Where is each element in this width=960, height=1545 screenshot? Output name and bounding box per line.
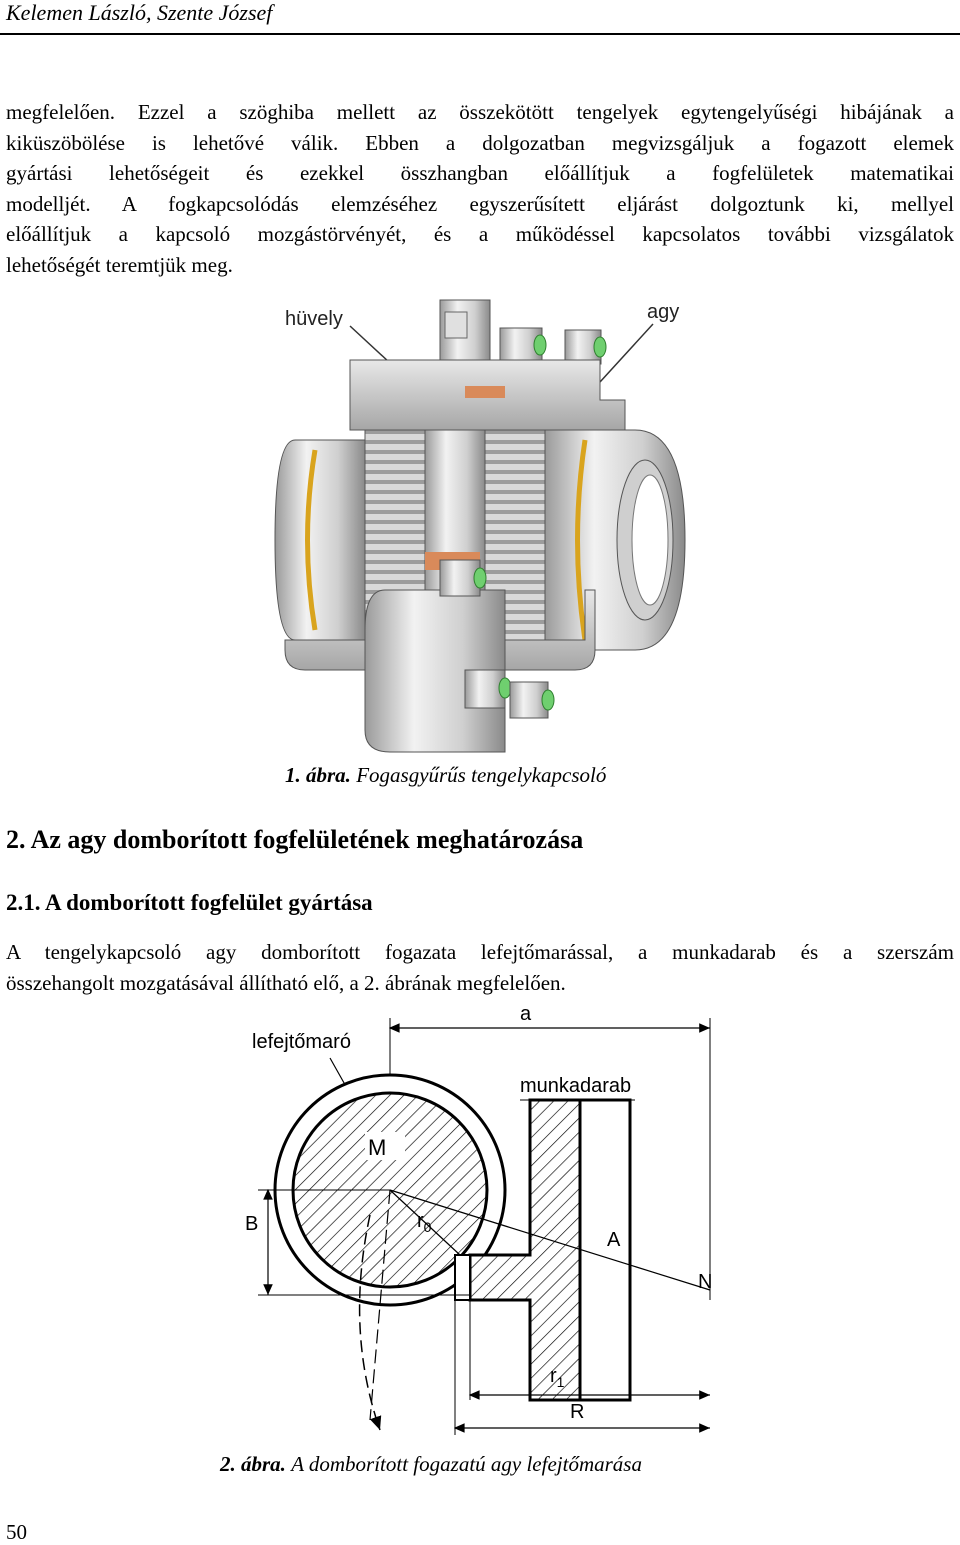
leader-line-agy [599,323,654,383]
figure1-caption-text: Fogasgyűrűs tengelykapcsoló [356,763,607,787]
gear-coupling-illustration: hüvely agy [274,299,686,753]
paragraph-line: előállítjuk a kapcsoló mozgástörvényét, … [6,222,954,246]
running-header-authors: Kelemen László, Szente József [6,0,273,25]
label-N: N [698,1271,712,1293]
nut [464,669,506,709]
subsection-heading: 2.1. A domborított fogfelület gyártása [6,890,373,915]
page-number: 50 [6,1520,27,1544]
label-a: a [520,1003,532,1025]
figure1-caption: 1. ábra. Fogasgyűrűs tengelykapcsoló [285,763,606,788]
paragraph-line: modelljét. A fogkapcsolódás elemzéséhez … [6,191,954,216]
centerline [369,1189,391,1421]
label-munkadarab: munkadarab [520,1075,631,1097]
header-divider [0,33,960,35]
sleeve-bottom [284,589,596,671]
bolt-head [444,311,468,339]
label-A: A [607,1229,621,1251]
paragraph-line: megfelelően. Ezzel a szöghiba mellett az… [6,100,954,124]
radius-r0 [389,1189,461,1256]
label-R: R [570,1401,584,1423]
label-huvely: hüvely [285,308,343,330]
paragraph-line: összehangolt mozgatásával állítható elő,… [6,970,566,995]
label-r0: r0 [417,1210,432,1235]
nut-insert [498,677,512,699]
line-to-N [389,1189,711,1291]
paragraph-line: kiküszöbölése is lehetővé válik. Ebben a… [6,130,954,155]
seal-ring [465,386,505,398]
figure2-caption-text: A domborított fogazatú agy lefejtőmarása [291,1452,642,1476]
nut-insert [541,689,555,711]
figure2-caption: 2. ábra. A domborított fogazatú agy lefe… [220,1452,642,1477]
figure2-caption-number: 2. ábra. [220,1452,286,1476]
label-B: B [245,1213,258,1235]
label-r1: r1 [550,1365,565,1390]
figure1-caption-number: 1. ábra. [285,763,351,787]
left-hub [274,439,366,641]
nut-insert [533,334,547,356]
subsection-paragraph: A tengelykapcsoló agy domborított fogaza… [6,937,954,998]
label-lefejtomaro: lefejtőmaró [252,1031,351,1053]
bottom-flange [364,589,506,753]
shaft-bore-inner [631,474,669,606]
label-M: M [368,1135,386,1160]
paragraph-line: lehetőségét teremtjük meg. [6,252,233,277]
rotation-arrow [358,1214,382,1431]
hobbing-schematic: lefejtőmaró a munkadarab M r0 B A N r1 R [245,1003,712,1435]
workpiece-body [578,1098,632,1402]
paragraph-line: gyártási lehetőségeit és ezekkel összhan… [6,161,954,185]
right-o-ring [575,439,588,641]
label-backdrop [365,1132,405,1160]
section-heading: 2. Az agy domborított fogfelületének meg… [6,825,584,854]
left-o-ring [305,449,318,631]
nut-insert [473,567,487,589]
intro-paragraph: megfelelően. Ezzel a szöghiba mellett az… [6,97,954,280]
label-agy: agy [647,301,679,323]
paragraph-line: A tengelykapcsoló agy domborított fogaza… [6,940,954,964]
tooth-profile [454,1254,471,1301]
nut-insert [593,336,607,358]
